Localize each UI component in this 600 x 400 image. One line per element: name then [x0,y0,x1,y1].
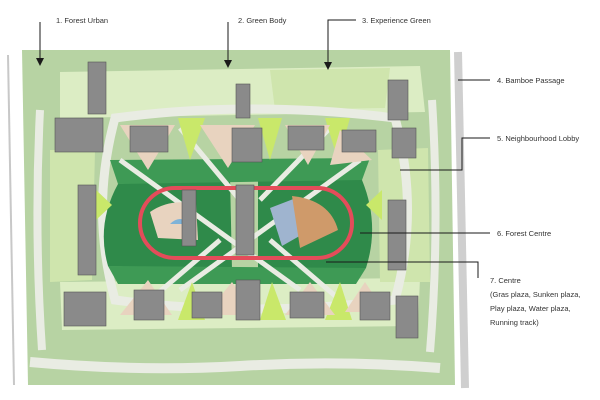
arrow-green-body [224,60,232,68]
building-north-4 [231,127,263,163]
arrow-forest-urban [36,58,44,66]
diagonal-path-1 [118,157,302,293]
diagonal-path-6 [268,238,342,302]
arrow-experience-green [324,62,332,70]
label-green-body: 2. Green Body [238,16,287,25]
building-south-1 [133,289,165,321]
accent-5 [260,282,286,320]
label-centre: 7. Centre [490,276,521,285]
accent-2 [258,118,282,160]
diagonal-path-2 [178,157,362,293]
building-ne-2 [391,127,417,159]
leader-experience-green [327,19,356,66]
perimeter-road-bottom [29,357,441,374]
central-lawn-north [110,158,370,184]
perimeter-road-right [454,51,469,389]
sunken-plaza [292,196,338,248]
building-sw [63,291,107,327]
label-bamboe-passage: 4. Bamboe Passage [497,76,565,85]
buildings [54,61,419,339]
label-centre-detail-2: Play plaza, Water plaza, [490,304,571,313]
label-centre-detail-1: (Gras plaza, Sunken plaza, [490,290,580,299]
building-north-6 [341,129,377,153]
leader-lines [36,19,490,278]
building-ne [387,79,409,121]
perimeter-path-left [33,109,46,351]
leader-neighbourhood-lobby [400,137,490,171]
building-centre-1 [181,189,197,247]
building-north-2 [129,125,169,153]
building-south-2 [191,291,223,319]
label-experience-green: 3. Experience Green [362,16,431,25]
building-north-5 [287,125,325,151]
building-west [77,184,97,276]
callout-labels: 1. Forest Urban 2. Green Body 3. Experie… [56,16,580,327]
accent-6 [325,282,352,320]
label-forest-urban: 1. Forest Urban [56,16,108,25]
building-nw [54,117,104,153]
leader-centre [326,261,479,278]
label-forest-centre: 6. Forest Centre [497,229,551,238]
building-centre-2 [235,184,255,256]
perimeter-road-left [7,54,15,386]
label-centre-detail-3: Running track) [490,318,539,327]
building-north-1 [87,61,107,115]
building-south-5 [359,291,391,321]
label-neighbourhood-lobby: 5. Neighbourhood Lobby [497,134,579,143]
building-east [387,199,407,271]
building-se [395,295,419,339]
experience-green-patch [270,68,390,110]
building-north-3 [235,83,251,119]
accent-8 [366,190,382,220]
building-south-3 [235,279,261,321]
building-south-4 [289,291,325,319]
accent-7 [96,190,112,220]
accent-1 [178,118,205,160]
perimeter-path-right [426,99,440,353]
